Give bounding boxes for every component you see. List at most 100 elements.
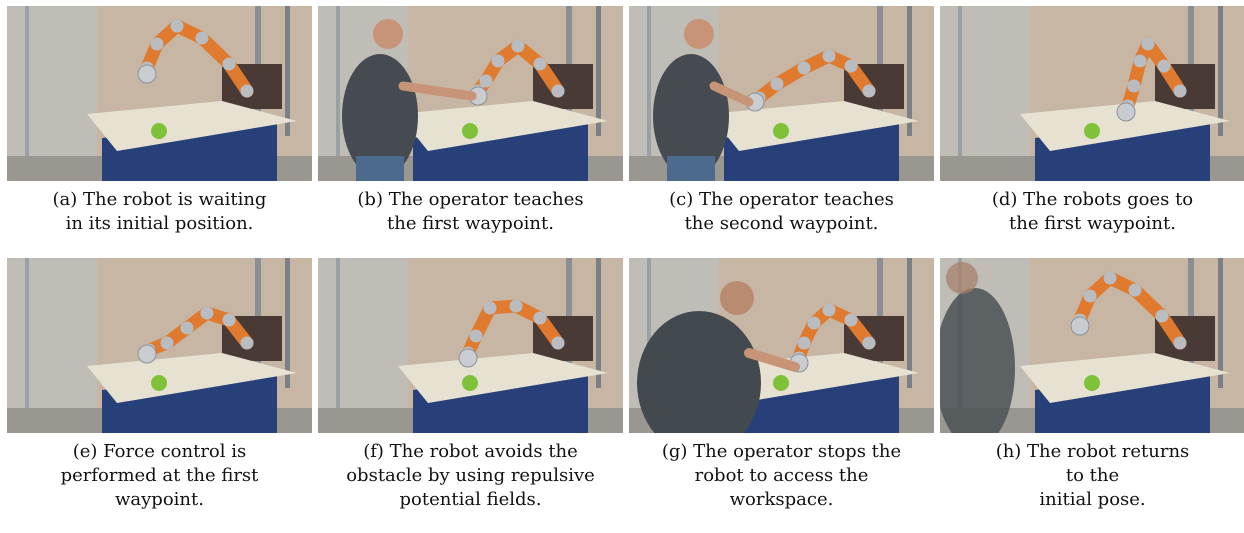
table-top: [398, 353, 608, 403]
operator-head: [684, 19, 714, 49]
robot-joint: [822, 303, 836, 317]
robot-scene-image: [629, 6, 934, 181]
robot-end-effector: [1070, 316, 1090, 336]
operator-head: [946, 262, 978, 294]
robot-joint: [1157, 59, 1171, 73]
subfigure-c-photo: [629, 6, 934, 181]
operator-jeans: [667, 156, 715, 181]
caption-line: initial pose.: [1039, 489, 1146, 510]
robot-joint: [1155, 309, 1169, 323]
robot-joint: [807, 316, 821, 330]
robot-joint: [822, 49, 836, 63]
operator-arm: [709, 81, 754, 107]
robot-joint: [479, 74, 493, 88]
robot-joint: [222, 57, 236, 71]
subfigure-e-photo: [7, 258, 312, 433]
robot-scene-image: [629, 258, 934, 433]
caption-line: in its initial position.: [65, 213, 254, 234]
robot-joint: [1083, 289, 1097, 303]
robot-end-effector: [137, 344, 157, 364]
robot-joint: [797, 336, 811, 350]
window-light: [940, 6, 1030, 181]
table-top: [1020, 101, 1230, 151]
robot-joint: [844, 59, 858, 73]
apple: [462, 375, 478, 391]
frame-post: [1218, 258, 1223, 388]
operator-arm: [744, 348, 800, 372]
apple: [773, 123, 789, 139]
robot-joint: [170, 19, 184, 33]
robot-joint: [1173, 84, 1187, 98]
robot-joint: [551, 84, 565, 98]
subfigure-a-photo: [7, 6, 312, 181]
operator-head: [720, 281, 754, 315]
robot-scene-image: [940, 6, 1244, 181]
frame-post: [1218, 6, 1223, 136]
operator-blurred: [940, 288, 1015, 433]
robot-joint: [195, 31, 209, 45]
subfigure-b-caption: (b) The operator teaches the first waypo…: [312, 188, 629, 236]
robot-joint: [844, 313, 858, 327]
table-top: [709, 101, 919, 151]
robot-joint: [1127, 79, 1141, 93]
caption-line: performed at the first: [60, 465, 259, 486]
operator-arm: [398, 81, 477, 101]
robot-joint: [1103, 271, 1117, 285]
robot-joint: [533, 57, 547, 71]
robot-joint: [1141, 37, 1155, 51]
robot-joint: [1128, 283, 1142, 297]
robot-joint: [200, 306, 214, 320]
apple: [462, 123, 478, 139]
apple: [1084, 123, 1100, 139]
frame-post: [958, 6, 962, 156]
apple: [1084, 375, 1100, 391]
subfigure-c-caption: (c) The operator teaches the second wayp…: [623, 188, 940, 236]
robot-joint: [1173, 336, 1187, 350]
robot-joint: [483, 301, 497, 315]
table-top: [87, 101, 297, 151]
frame-post: [647, 258, 651, 408]
caption-line: (b) The operator teaches: [357, 189, 584, 210]
frame-post: [647, 6, 651, 156]
robot-joint: [150, 37, 164, 51]
robot-scene-image: [318, 6, 623, 181]
robot-scene-image: [940, 258, 1244, 433]
robot-joint: [770, 77, 784, 91]
frame-post: [25, 6, 29, 156]
robot-joint: [1133, 54, 1147, 68]
caption-line: the first waypoint.: [1009, 213, 1176, 234]
subfigure-h-photo: [940, 258, 1244, 433]
operator-jeans: [356, 156, 404, 181]
table-top: [398, 101, 608, 151]
subfigure-d-caption: (d) The robots goes to the first waypoin…: [934, 188, 1244, 236]
frame-post: [336, 6, 340, 156]
subfigure-g-caption: (g) The operator stops the robot to acce…: [623, 440, 940, 512]
subfigure-f-photo: [318, 258, 623, 433]
subfigure-d-photo: [940, 6, 1244, 181]
robot-joint: [222, 313, 236, 327]
operator-head: [373, 19, 403, 49]
caption-line: waypoint.: [115, 489, 204, 510]
frame-post: [596, 6, 601, 136]
caption-line: potential fields.: [399, 489, 542, 510]
robot-joint: [533, 311, 547, 325]
table-top: [87, 353, 297, 403]
caption-line: the first waypoint.: [387, 213, 554, 234]
apple: [151, 375, 167, 391]
robot-scene-image: [7, 258, 312, 433]
caption-line: (c) The operator teaches: [669, 189, 894, 210]
robot-joint: [469, 329, 483, 343]
robot-scene-image: [7, 6, 312, 181]
robot-joint: [509, 299, 523, 313]
caption-line: (a) The robot is waiting: [52, 189, 267, 210]
frame-post: [25, 258, 29, 408]
caption-line: robot to access the: [694, 465, 869, 486]
robot-end-effector: [1116, 102, 1136, 122]
robot-joint: [491, 54, 505, 68]
caption-line: obstacle by using repulsive: [346, 465, 595, 486]
frame-post: [907, 258, 912, 388]
subfigure-g-photo: [629, 258, 934, 433]
operator-body: [637, 311, 761, 433]
robot-joint: [551, 336, 565, 350]
window-light: [318, 258, 408, 433]
